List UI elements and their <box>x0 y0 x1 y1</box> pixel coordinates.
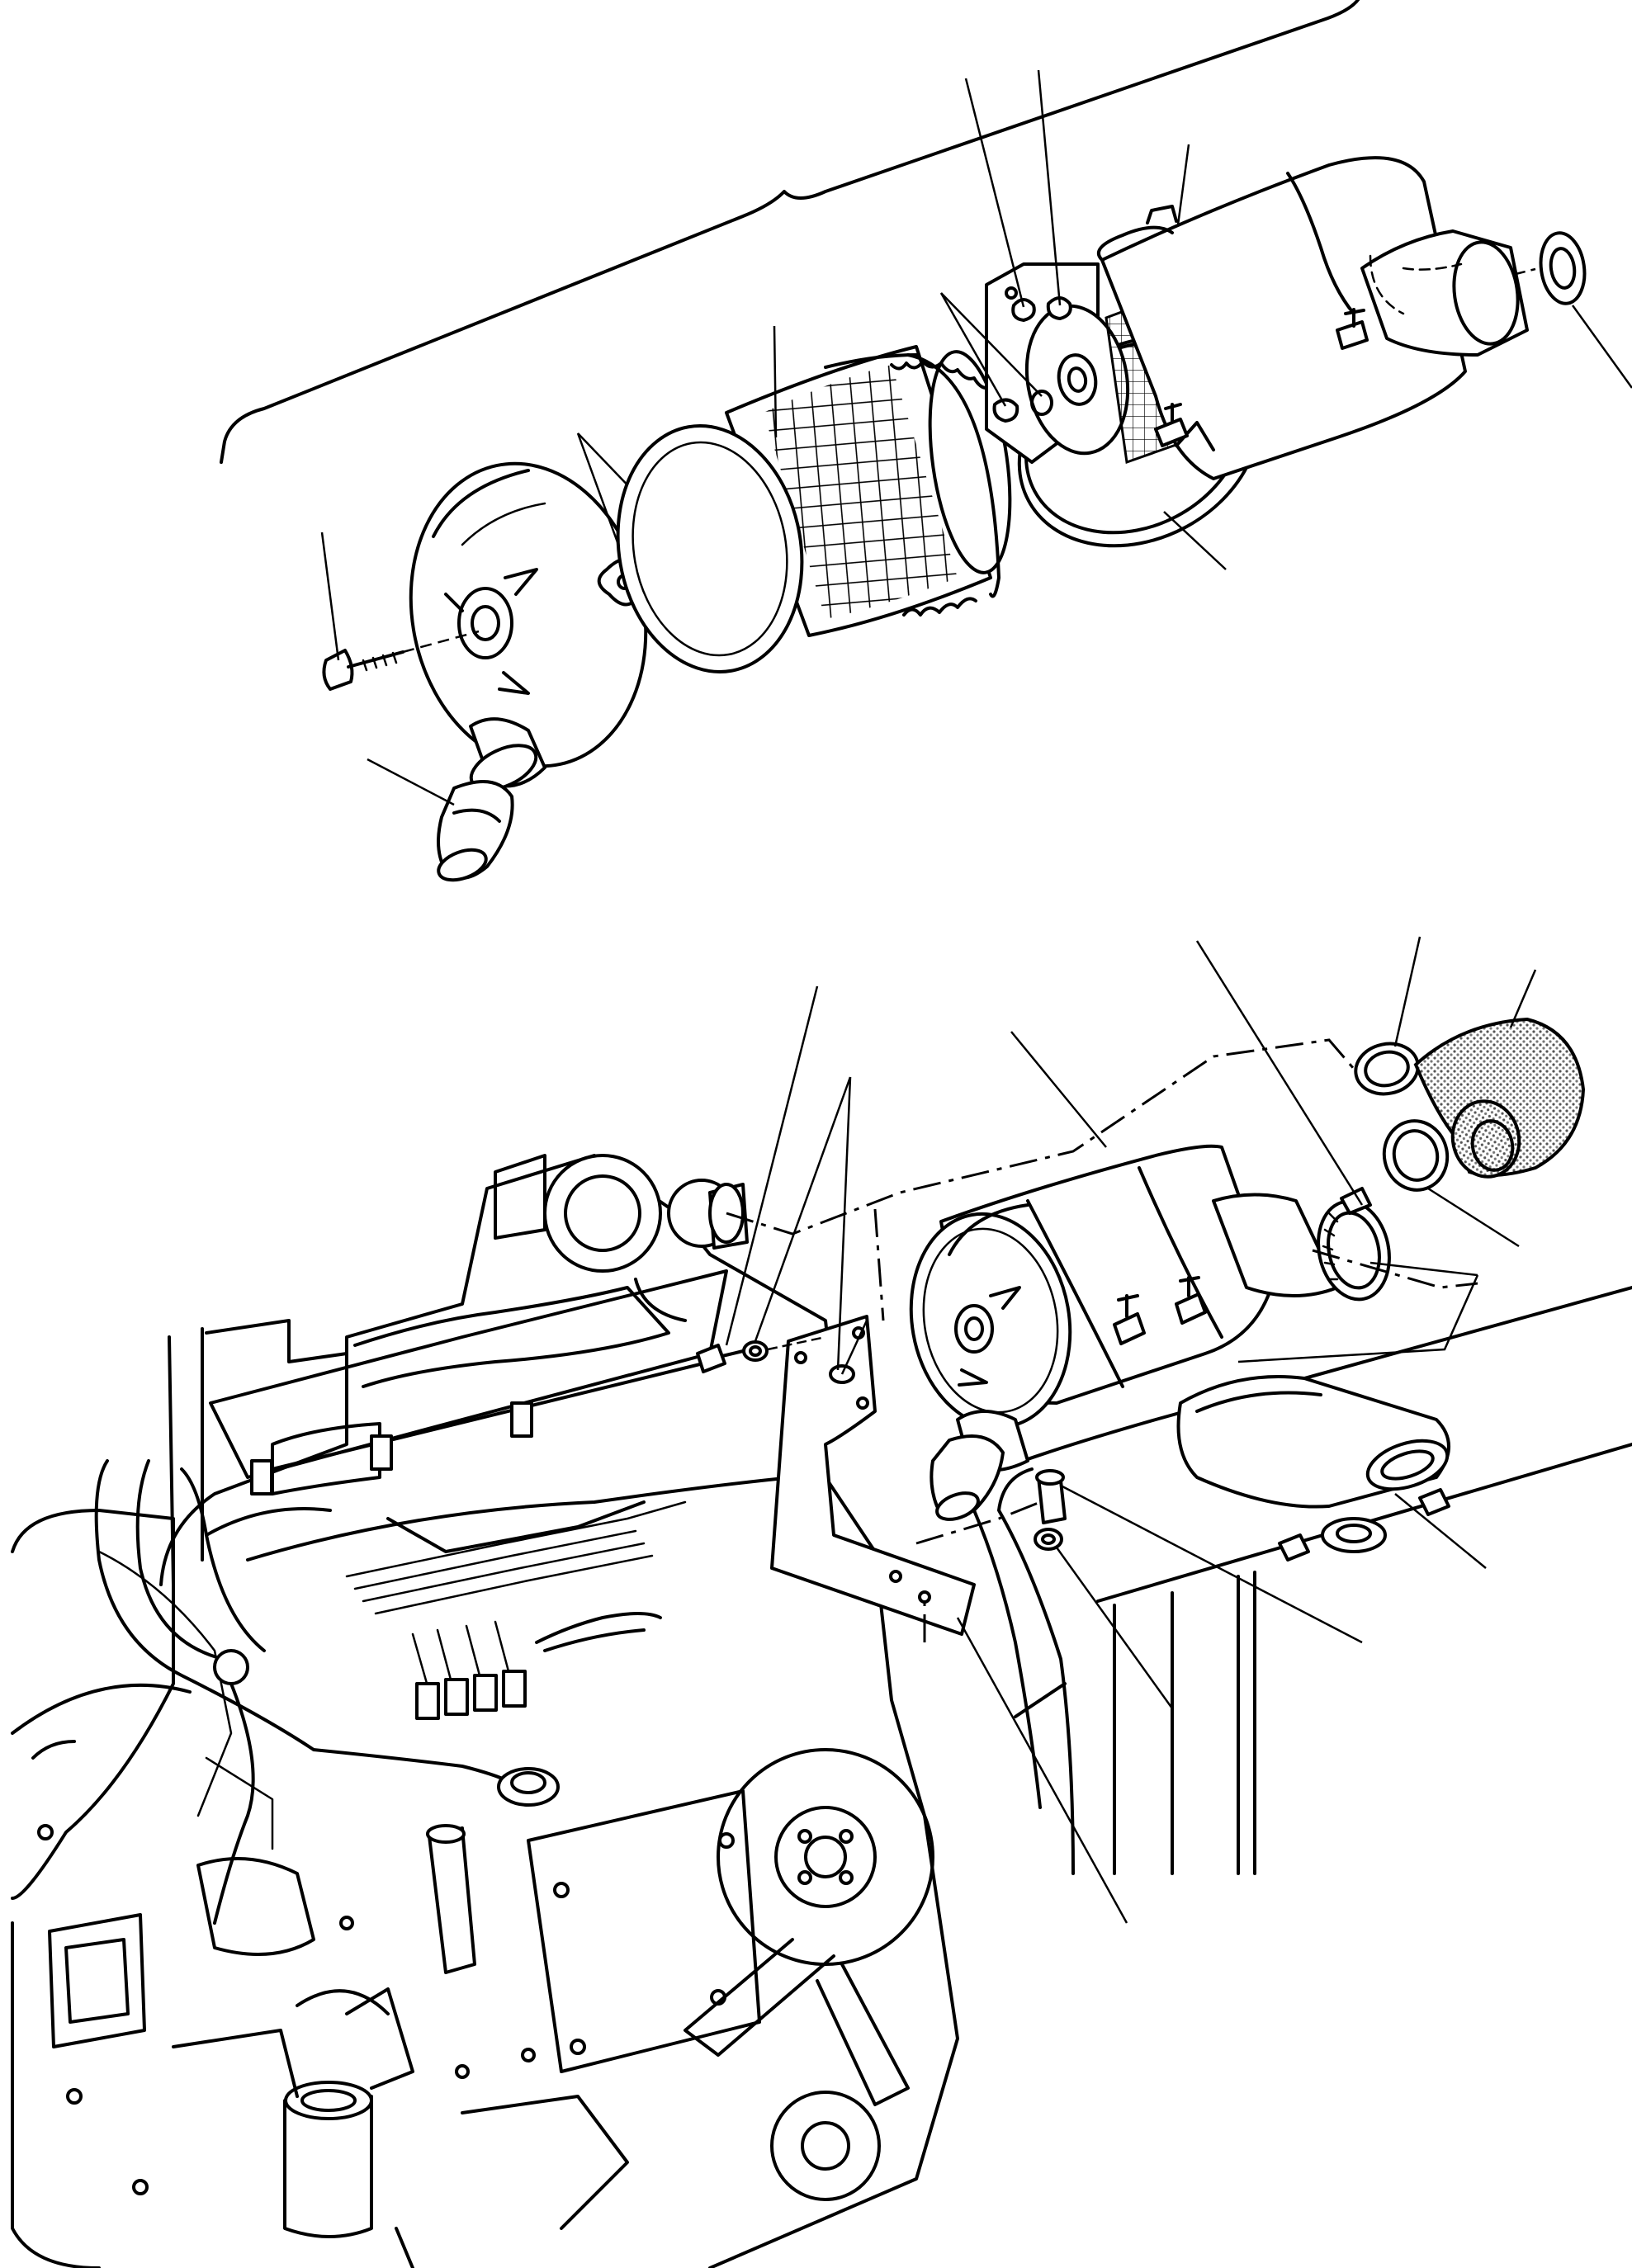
radiator-and-frame <box>972 1286 1632 1875</box>
outlet-hose-clamps <box>1195 936 1520 1363</box>
exploded-air-cleaner-assembly <box>220 0 1632 882</box>
air-cleaner-mounting-bracket <box>696 985 1363 1924</box>
outlet-cap <box>1539 231 1632 389</box>
engine-installation-view <box>11 936 1632 2268</box>
engine-block <box>11 1154 959 2268</box>
rubber-intake-elbow <box>1413 969 1586 1179</box>
filter-housing-body <box>1096 156 1536 480</box>
dust-cover-cap <box>320 461 648 882</box>
primary-filter-element <box>616 325 1012 673</box>
installation-centerlines <box>726 1038 1478 1321</box>
assembled-air-cleaner <box>909 1031 1339 1521</box>
intake-duct <box>1176 1375 1487 1569</box>
assembly-brace <box>220 0 1360 464</box>
